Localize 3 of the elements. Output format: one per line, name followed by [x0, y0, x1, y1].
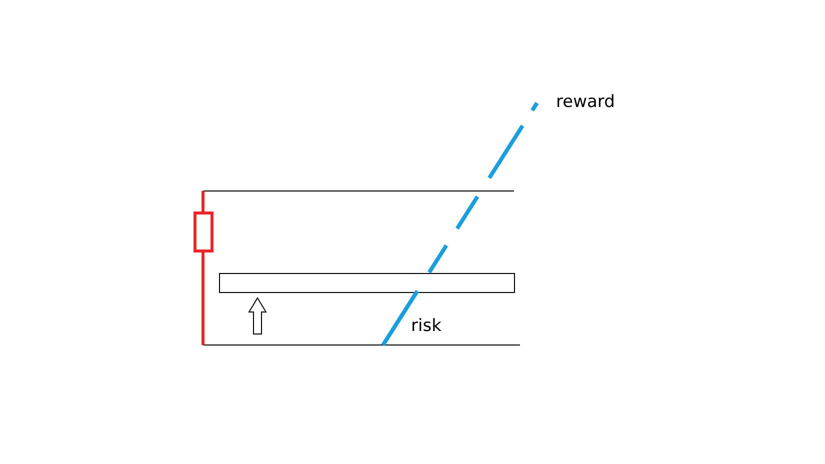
- reward-label: reward: [556, 92, 615, 112]
- risk-label: risk: [411, 316, 442, 336]
- zone-bar: [219, 273, 515, 293]
